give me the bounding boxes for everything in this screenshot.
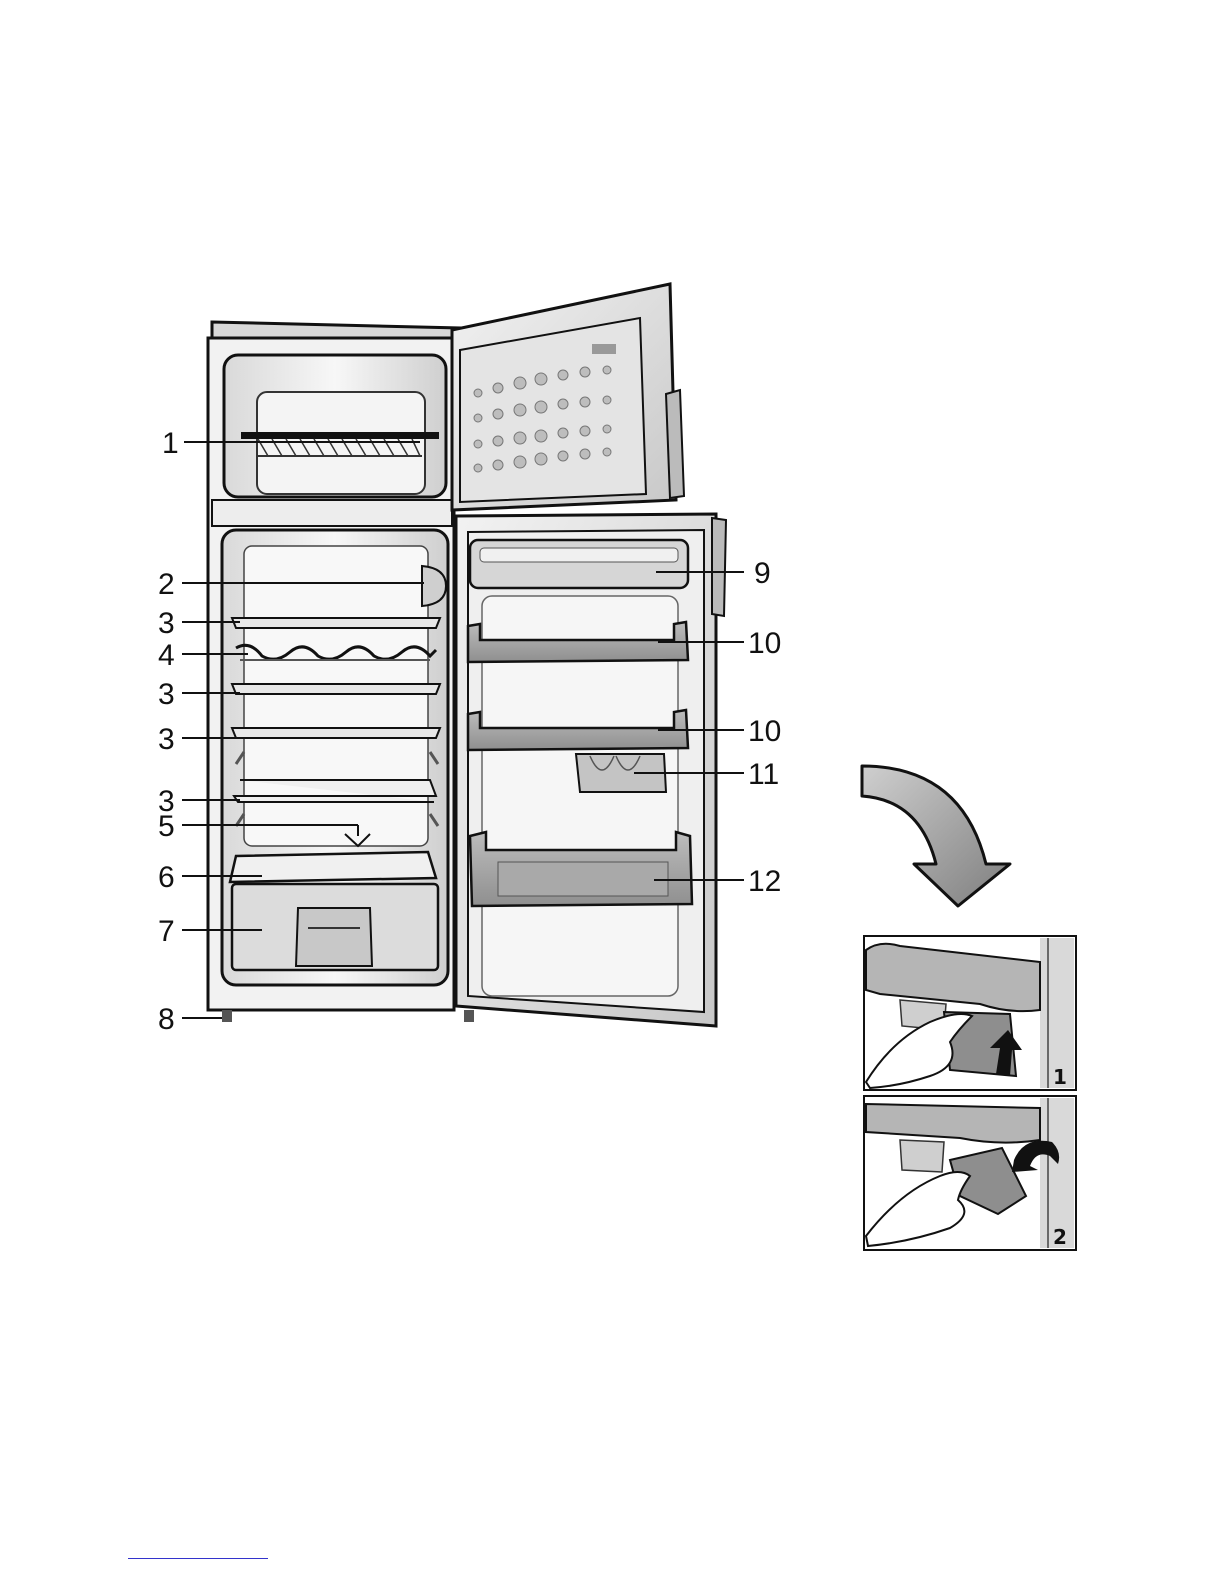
callout-10a: 10 [748,627,781,660]
callout-8: 8 [158,1003,175,1036]
callout-10b: 10 [748,715,781,748]
freezer-door [452,284,684,510]
callout-1: 1 [162,427,179,460]
callouts-left: 1 2 3 4 3 3 3 5 6 7 8 [158,427,179,1036]
curved-arrow-icon [862,766,1010,906]
step-number-1: 1 [1053,1065,1067,1089]
callout-7: 7 [158,915,175,948]
callout-6: 6 [158,861,175,894]
fridge-door-handle [712,518,726,616]
callout-9: 9 [754,557,771,590]
fridge-door [456,514,726,1026]
callout-11: 11 [748,758,779,791]
callouts-right: 9 10 10 11 12 [748,557,781,898]
footnote-rule [128,1558,268,1559]
callout-3a: 3 [158,607,175,640]
step-number-2: 2 [1053,1225,1067,1249]
callout-3c: 3 [158,723,175,756]
cabinet [208,322,474,1022]
callout-2: 2 [158,568,175,601]
freezer-door-handle [666,390,684,498]
crisper-cover [230,852,436,882]
callout-12: 12 [748,865,781,898]
foot-left [222,1010,232,1022]
step-panel-2: 2 [864,1096,1076,1250]
foot-right [464,1010,474,1022]
callout-4: 4 [158,639,175,672]
dairy-compartment [470,540,688,588]
crisper-handle [296,908,372,966]
callout-5: 5 [158,810,175,843]
callout-3b: 3 [158,678,175,711]
compartment-divider [212,500,452,526]
step-panel-1: 1 [864,936,1076,1090]
